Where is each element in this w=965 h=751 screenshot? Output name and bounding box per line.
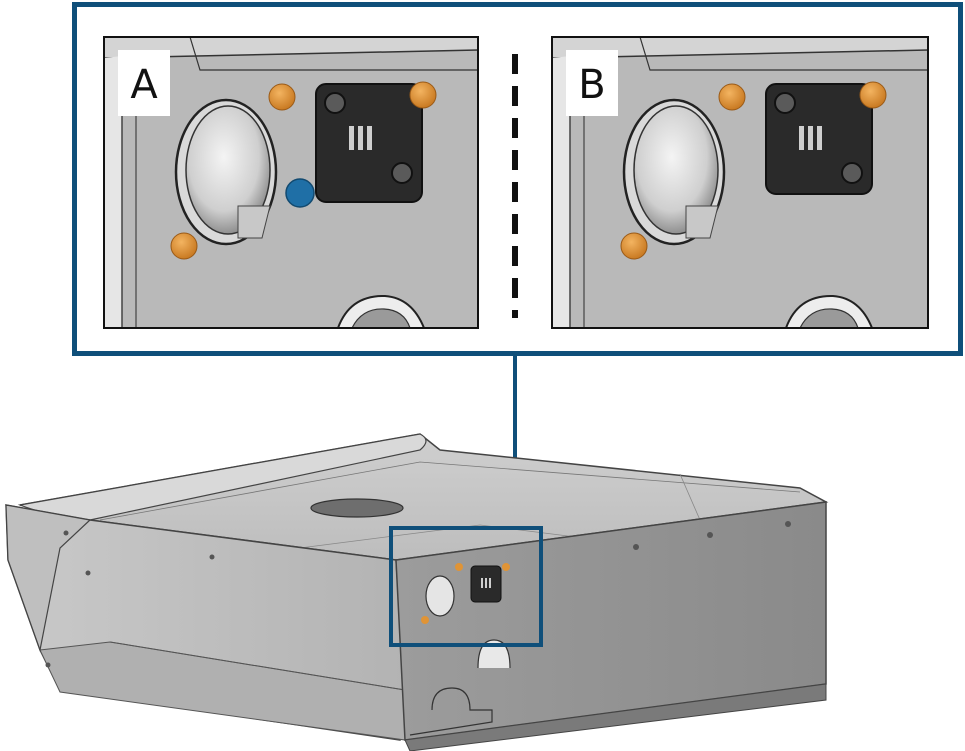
orange-screw-icon: [718, 83, 746, 111]
device-body: [5, 433, 829, 751]
orange-screw-icon: [268, 83, 296, 111]
blue-marker-icon: [285, 178, 315, 208]
panel-b-label: B: [578, 62, 605, 108]
orange-screw-icon: [170, 232, 198, 260]
orange-screw-icon: [409, 81, 437, 109]
connector-plate-icon: [765, 83, 873, 195]
connector-plate-icon: [315, 83, 423, 203]
orange-screw-icon: [620, 232, 648, 260]
orange-screw-icon: [859, 81, 887, 109]
panel-a-label-box: [118, 50, 170, 116]
highlight-box: [389, 526, 543, 647]
panel-b-label-box: [566, 50, 618, 116]
panel-a-label: A: [130, 62, 158, 108]
